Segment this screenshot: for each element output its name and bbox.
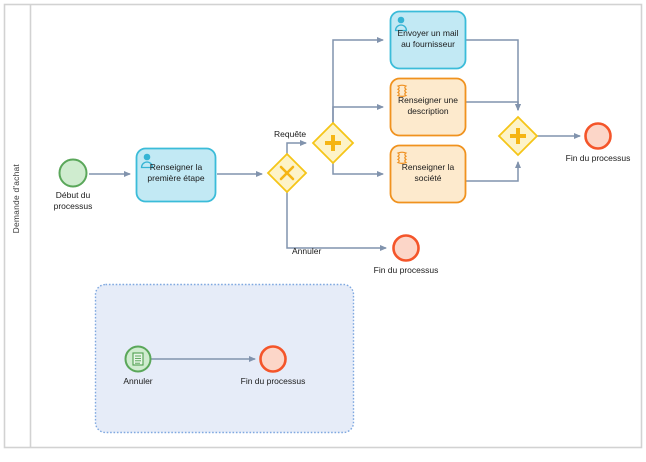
edge-label-requete: Requête [274,129,307,139]
exclusive-gateway-split[interactable] [266,152,308,194]
flow-company-to-join [466,161,521,182]
flow-split-to-send-mail [332,37,384,123]
parallel-gateway-split[interactable] [311,121,355,165]
user-task-renseigner-premiere-etape[interactable] [135,147,217,203]
flow-description-to-join [466,101,521,111]
end-event-fin-du-processus-subprocess[interactable] [259,345,287,373]
script-icon [132,352,144,366]
sequence-flows [89,37,581,251]
user-task-label-premiere-etape: Renseigner la première étape [147,162,205,183]
user-task-envoyer-un-mail[interactable] [389,10,467,70]
edge-label-annuler: Annuler [292,246,322,256]
user-icon [140,153,154,169]
flow-xor-to-parallel-split [286,140,307,154]
script-task-renseigner-une-description[interactable] [389,77,467,137]
script-task-label-societe: Renseigner la société [401,162,455,183]
script-task-label-description: Renseigner une description [397,95,458,116]
end-event-fin-du-processus-main[interactable] [584,122,612,150]
end-event-fin-du-processus-cancel[interactable] [392,234,420,262]
script-icon [396,151,408,164]
flow-split-to-company [332,163,384,177]
user-task-label-envoyer-mail: Envoyer un mail au fournisseur [397,28,459,49]
x-glyph-icon [279,165,295,181]
flow-split-to-description [332,104,384,123]
plus-glyph-icon [325,135,341,151]
flow-send-mail-to-join [466,39,521,111]
plus-glyph-icon [510,128,526,144]
script-task-renseigner-la-societe[interactable] [389,144,467,204]
start-event-annuler[interactable] [124,345,152,373]
start-event-debut-du-processus[interactable] [58,158,88,188]
user-icon [394,16,408,32]
script-icon [396,84,408,97]
flow-xor-to-end-cancel [286,192,387,251]
lane-title-demande-achat: Demande d'achat [11,164,21,234]
parallel-gateway-join[interactable] [497,115,539,157]
